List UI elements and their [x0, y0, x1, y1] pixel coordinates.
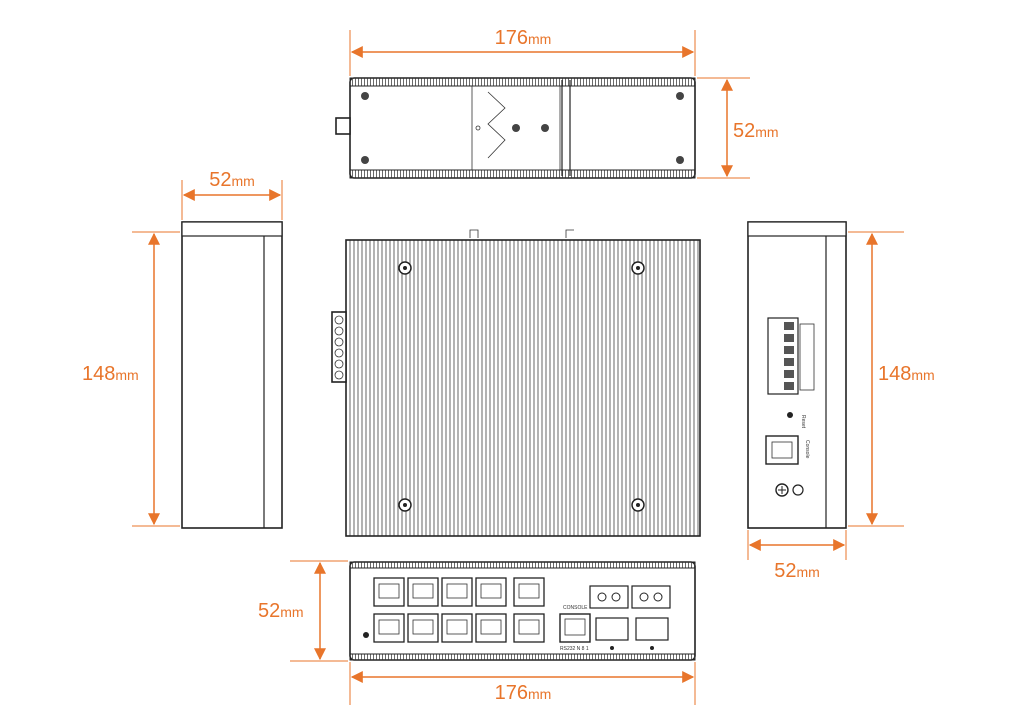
reset-label: Reset — [800, 415, 806, 429]
dim-right-height: 148mm — [878, 363, 935, 385]
dim-right-width: 52mm — [774, 560, 820, 582]
rj45-port-inner — [378, 619, 400, 635]
rj45-port — [441, 577, 473, 607]
dim-top-width: 176mm — [495, 27, 552, 49]
dimensions — [132, 30, 904, 705]
rj45-port — [407, 613, 439, 643]
rj45-port-inner — [378, 583, 400, 599]
top-view — [335, 77, 696, 179]
screw-icon — [398, 261, 645, 512]
rj45-port-inner — [446, 583, 468, 599]
dim-top-height: 52mm — [733, 120, 779, 142]
rj45-port — [373, 613, 405, 643]
console-front-label: CONSOLE — [563, 605, 588, 611]
console-label: Console — [804, 440, 810, 459]
rj45-port-inner — [446, 619, 468, 635]
rj45-port — [475, 577, 507, 607]
dim-left-height: 148mm — [82, 363, 139, 385]
dim-left-width: 52mm — [209, 169, 255, 191]
dim-bottom-width: 176mm — [495, 682, 552, 704]
rj45-port-inner — [480, 619, 502, 635]
rs232-label: RS232 N 8 1 — [560, 646, 589, 652]
rj45-port — [513, 613, 545, 643]
dim-bottom-height: 52mm — [258, 600, 304, 622]
rj45-port-inner — [518, 583, 540, 599]
left-side-view — [181, 221, 283, 529]
rj45-port — [441, 613, 473, 643]
rj45-port — [407, 577, 439, 607]
rj45-port-inner — [480, 583, 502, 599]
rj45-port-inner — [412, 619, 434, 635]
rj45-port — [475, 613, 507, 643]
rj45-ports — [373, 577, 545, 643]
rj45-port — [373, 577, 405, 607]
front-view — [331, 229, 701, 537]
ground-screw-icon — [775, 483, 804, 497]
port-view: CONSOLE RS232 N 8 1 — [349, 561, 696, 661]
rj45-port-inner — [412, 583, 434, 599]
screw-icon — [361, 92, 684, 164]
right-side-view: Reset Console — [747, 221, 847, 529]
rj45-port — [513, 577, 545, 607]
rj45-port-inner — [518, 619, 540, 635]
